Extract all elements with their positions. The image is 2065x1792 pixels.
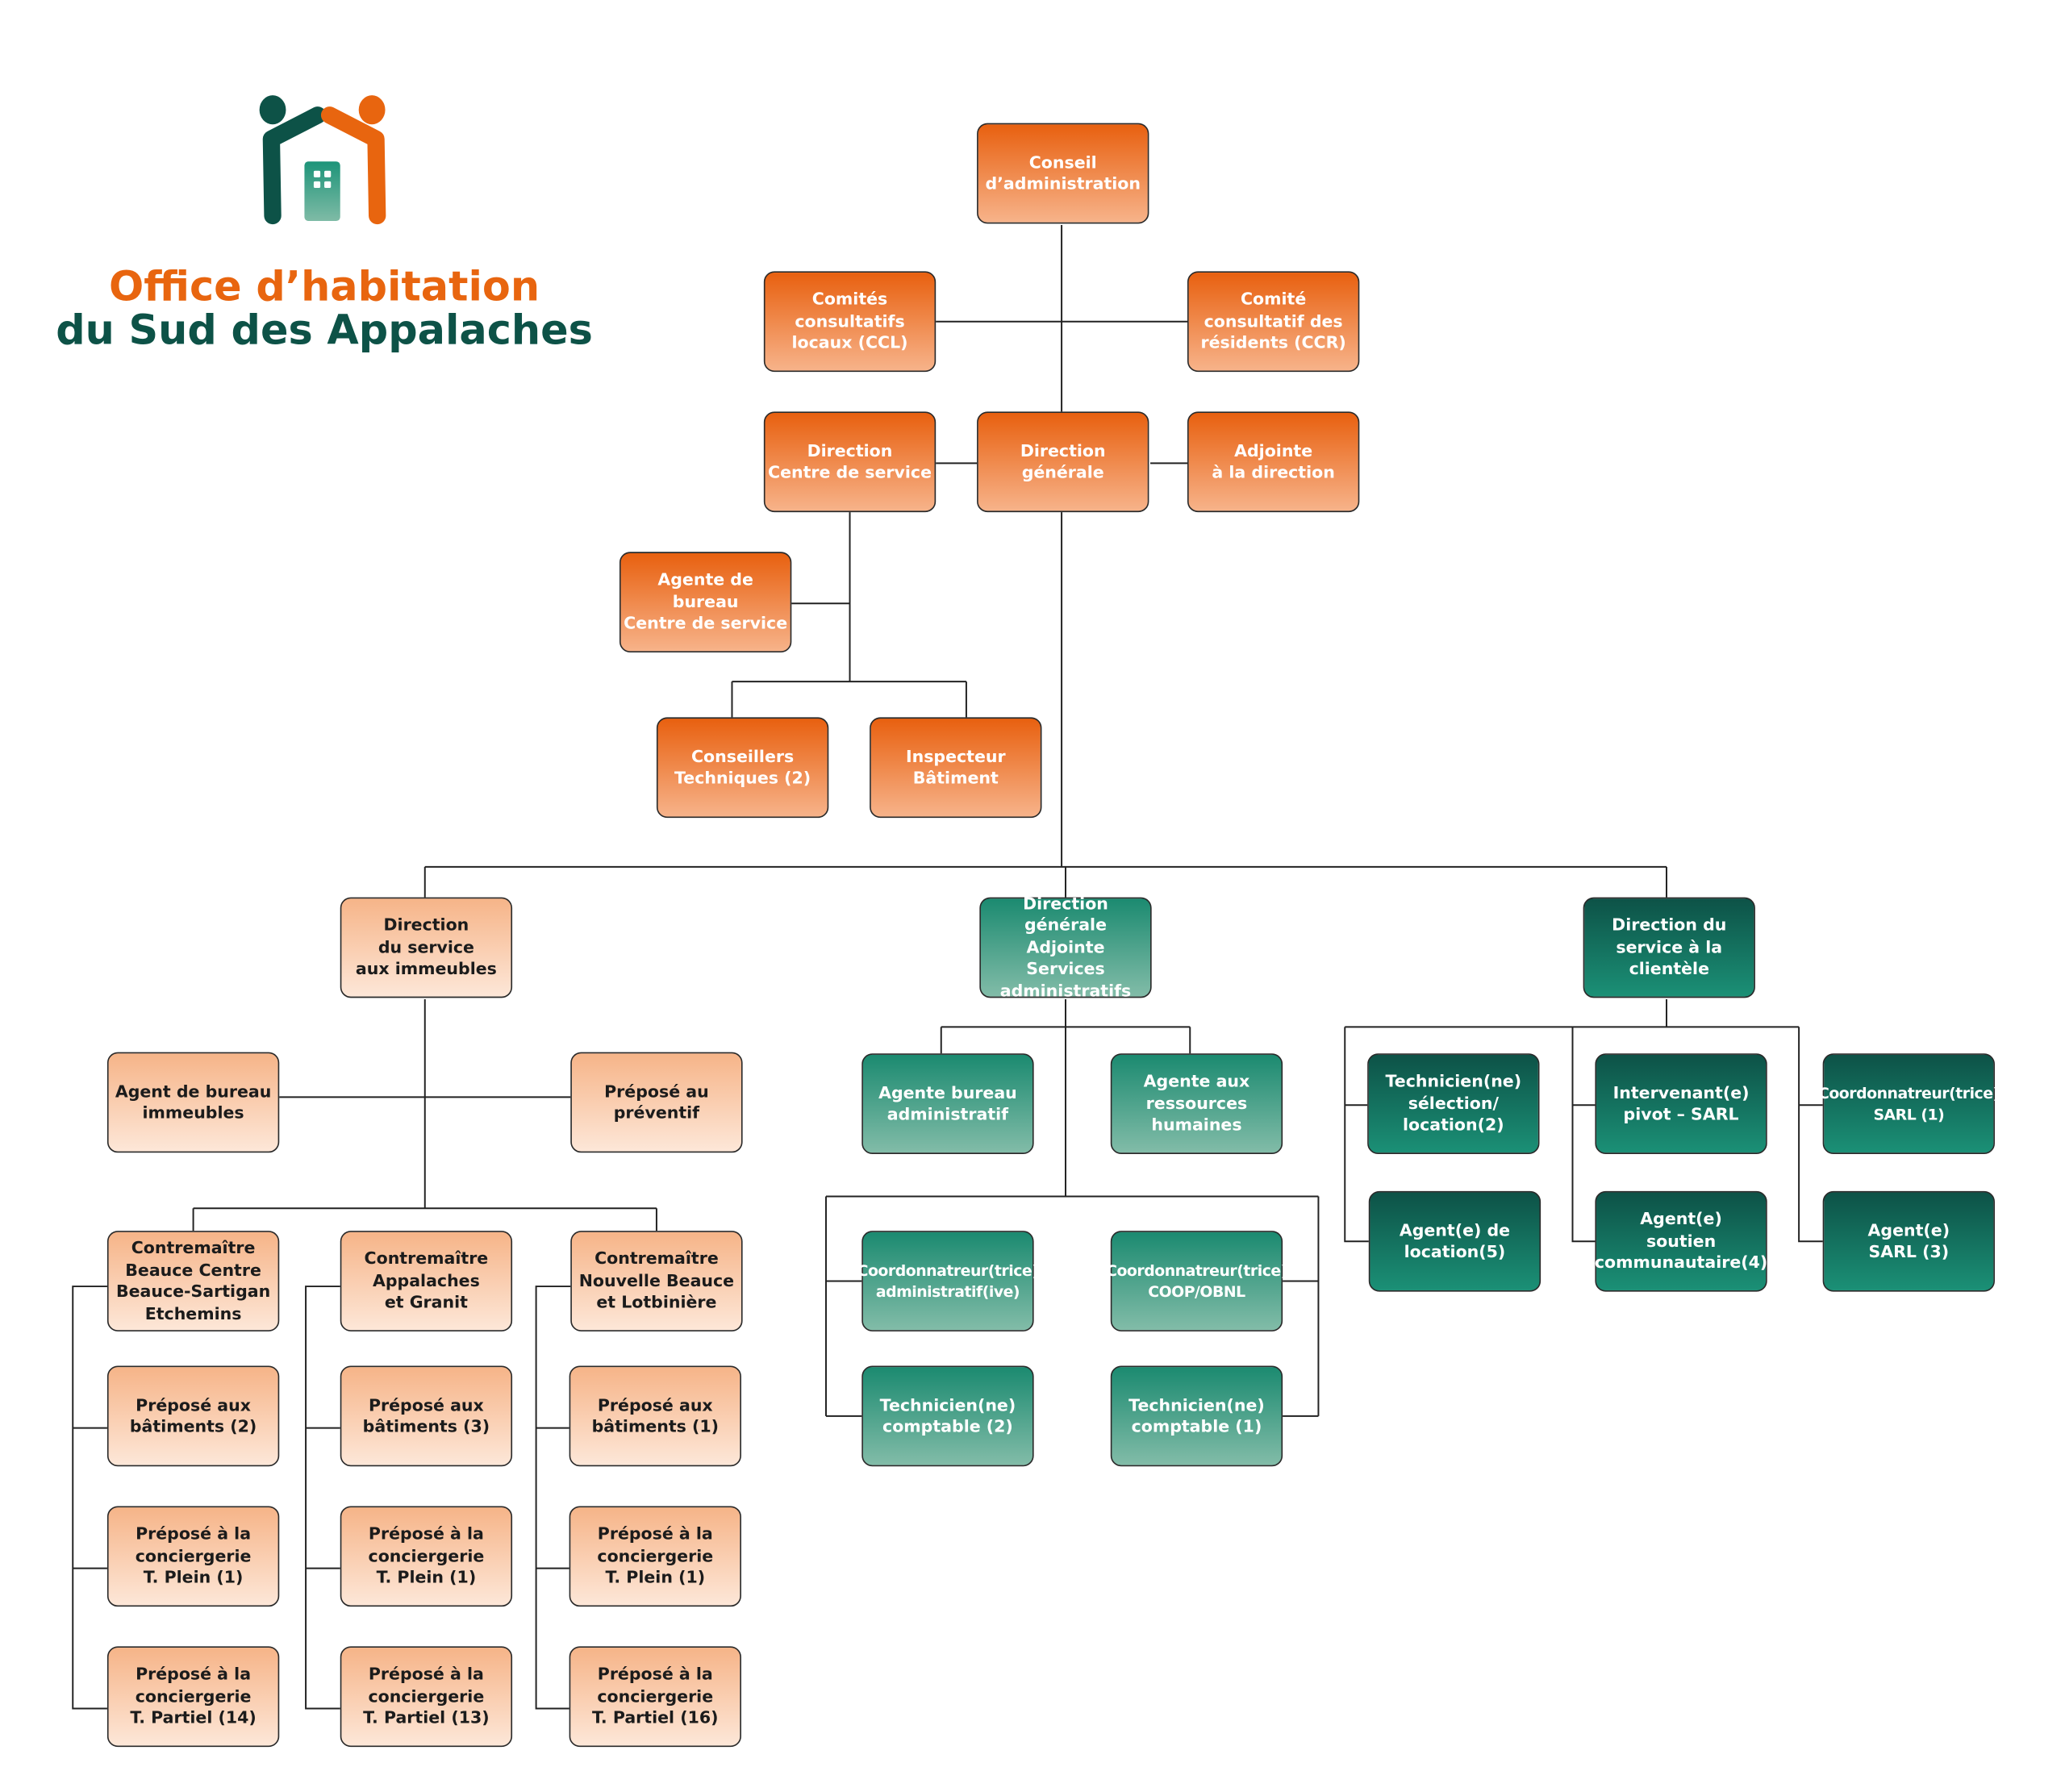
box-agente-rh: Agente aux ressources humaines xyxy=(1110,1053,1283,1154)
box-conciergerie-partiel-2: Préposé à la conciergerie T. Partiel (13… xyxy=(340,1646,513,1748)
logo-title-line2: du Sud des Appalaches xyxy=(56,306,593,355)
box-technicien-comptable-2: Technicien(ne) comptable (2) xyxy=(861,1365,1034,1467)
box-conciergerie-partiel-3: Préposé à la conciergerie T. Partiel (16… xyxy=(569,1646,741,1748)
box-coord-coop-obnl: Coordonnatreur(trice) COOP/OBNL xyxy=(1106,1231,1287,1331)
logo-title-line1: Office d’habitation xyxy=(108,263,540,311)
box-contremaitre-appalaches: Contremaître Appalaches et Granit xyxy=(340,1231,513,1331)
box-conciergerie-partiel-1: Préposé à la conciergerie T. Partiel (14… xyxy=(106,1646,280,1748)
box-comites-ccl: Comités consultatifs locaux (CCL) xyxy=(763,271,937,373)
box-conciergerie-plein-3: Préposé à la conciergerie T. Plein (1) xyxy=(569,1506,741,1607)
box-direction-centre-service: Direction Centre de service xyxy=(763,411,937,513)
box-agent-bureau-immeubles: Agent de bureau immeubles xyxy=(106,1052,280,1153)
box-agente-bureau-cs: Agente de bureau Centre de service xyxy=(619,552,792,653)
box-inspecteur-batiment: Inspecteur Bâtiment xyxy=(870,717,1042,819)
box-direction-clientele: Direction du service à la clientèle xyxy=(1583,897,1755,998)
box-agent-sarl: Agent(e) SARL (3) xyxy=(1822,1190,1995,1292)
box-adjointe-direction: Adjointe à la direction xyxy=(1187,411,1360,513)
box-contremaitre-nouvelle-beauce: Contremaître Nouvelle Beauce et Lotbiniè… xyxy=(570,1231,743,1331)
logo-house-people-icon xyxy=(259,95,386,225)
box-agente-bureau-admin: Agente bureau administratif xyxy=(861,1053,1034,1154)
box-conseil-administration: Conseil d’administration xyxy=(977,123,1149,224)
box-comite-ccr: Comité consultatif des résidents (CCR) xyxy=(1187,271,1360,373)
box-technicien-selection: Technicien(ne) sélection/ location(2) xyxy=(1367,1053,1540,1154)
box-coord-sarl: Coordonnatreur(trice) SARL (1) xyxy=(1818,1053,2000,1154)
box-technicien-comptable-1: Technicien(ne) comptable (1) xyxy=(1110,1365,1283,1467)
box-prepose-batiments-3: Préposé aux bâtiments (1) xyxy=(569,1365,741,1467)
box-contremaitre-beauce: Contremaître Beauce Centre Beauce-Sartig… xyxy=(106,1231,280,1331)
box-conciergerie-plein-2: Préposé à la conciergerie T. Plein (1) xyxy=(340,1506,513,1607)
box-conciergerie-plein-1: Préposé à la conciergerie T. Plein (1) xyxy=(106,1506,280,1607)
box-direction-generale: Direction générale xyxy=(977,411,1149,513)
box-coord-administratif: Coordonnatreur(trice) administratif(ive) xyxy=(857,1231,1039,1331)
box-agent-soutien: Agent(e) soutien communautaire(4) xyxy=(1595,1190,1767,1292)
box-prepose-batiments-1: Préposé aux bâtiments (2) xyxy=(106,1365,280,1467)
box-dga-services-admin: Direction générale Adjointe Services adm… xyxy=(979,893,1152,1000)
box-agent-location: Agent(e) de location(5) xyxy=(1368,1190,1541,1292)
box-prepose-preventif: Préposé au préventif xyxy=(570,1052,743,1153)
box-prepose-batiments-2: Préposé aux bâtiments (3) xyxy=(340,1365,513,1467)
box-direction-immeubles: Direction du service aux immeubles xyxy=(340,897,513,998)
box-conseillers-techniques: Conseillers Techniques (2) xyxy=(656,717,829,819)
box-intervenant-pivot: Intervenant(e) pivot – SARL xyxy=(1595,1053,1767,1154)
